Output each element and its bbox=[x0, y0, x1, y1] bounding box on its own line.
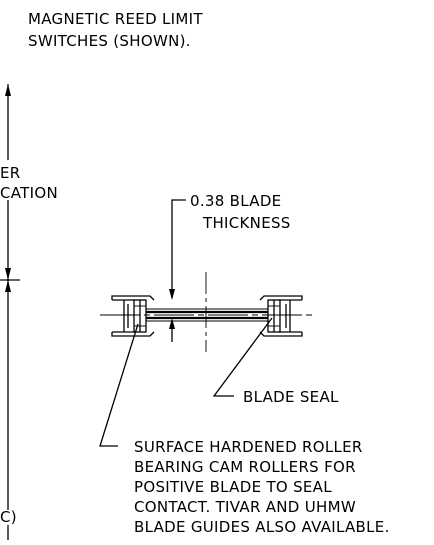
left-label-fragment-2: CATION bbox=[0, 184, 58, 202]
left-dimension-line bbox=[0, 84, 20, 540]
roller-note-line-2: BEARING CAM ROLLERS FOR bbox=[134, 458, 356, 476]
blade-thickness-label-2: THICKNESS bbox=[202, 214, 291, 232]
left-label-fragment-1: ER bbox=[0, 164, 21, 182]
blade-seal-label: BLADE SEAL bbox=[243, 388, 339, 406]
gate-cross-section bbox=[100, 272, 312, 352]
left-label-fragment-3: C) bbox=[0, 508, 17, 526]
top-note-line-2: SWITCHES (SHOWN). bbox=[28, 32, 191, 50]
top-note-line-1: MAGNETIC REED LIMIT bbox=[28, 10, 203, 28]
blade-thickness-label-1: 0.38 BLADE bbox=[190, 192, 281, 210]
blade-thickness-leader bbox=[169, 199, 186, 342]
blade-seal-leader bbox=[212, 317, 273, 397]
roller-note-line-5: BLADE GUIDES ALSO AVAILABLE. bbox=[134, 518, 390, 536]
roller-note-line-1: SURFACE HARDENED ROLLER bbox=[134, 438, 363, 456]
roller-note-leader bbox=[99, 323, 139, 447]
roller-note-line-3: POSITIVE BLADE TO SEAL bbox=[134, 478, 332, 496]
roller-note-line-4: CONTACT. TIVAR AND UHMW bbox=[134, 498, 356, 516]
